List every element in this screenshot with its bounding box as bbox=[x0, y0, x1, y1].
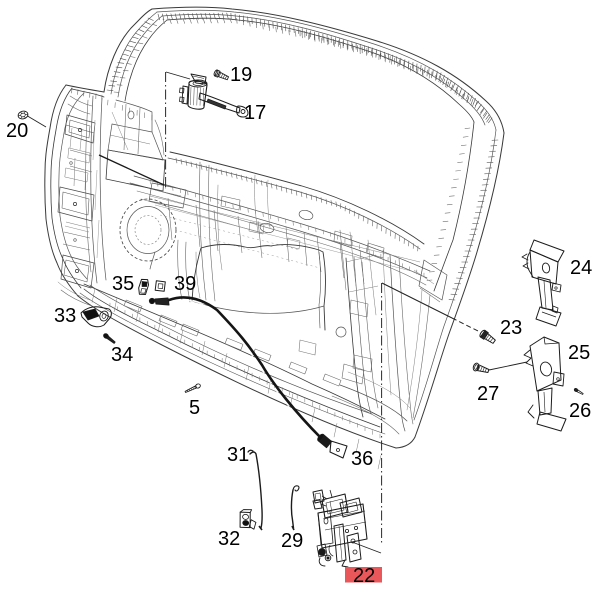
svg-text:24: 24 bbox=[570, 257, 592, 279]
svg-text:31: 31 bbox=[227, 444, 249, 466]
svg-text:35: 35 bbox=[112, 273, 134, 295]
svg-text:32: 32 bbox=[218, 528, 240, 550]
svg-text:5: 5 bbox=[189, 397, 200, 419]
svg-text:39: 39 bbox=[174, 273, 196, 295]
svg-text:20: 20 bbox=[6, 120, 28, 142]
svg-text:33: 33 bbox=[54, 305, 76, 327]
svg-text:29: 29 bbox=[281, 530, 303, 552]
svg-text:25: 25 bbox=[568, 342, 590, 364]
svg-text:36: 36 bbox=[351, 448, 373, 470]
svg-text:19: 19 bbox=[230, 64, 252, 86]
svg-text:34: 34 bbox=[111, 344, 133, 366]
svg-text:27: 27 bbox=[477, 383, 499, 405]
svg-text:23: 23 bbox=[500, 317, 522, 339]
svg-text:26: 26 bbox=[569, 400, 591, 422]
svg-text:17: 17 bbox=[244, 102, 266, 124]
svg-text:22: 22 bbox=[353, 565, 375, 587]
